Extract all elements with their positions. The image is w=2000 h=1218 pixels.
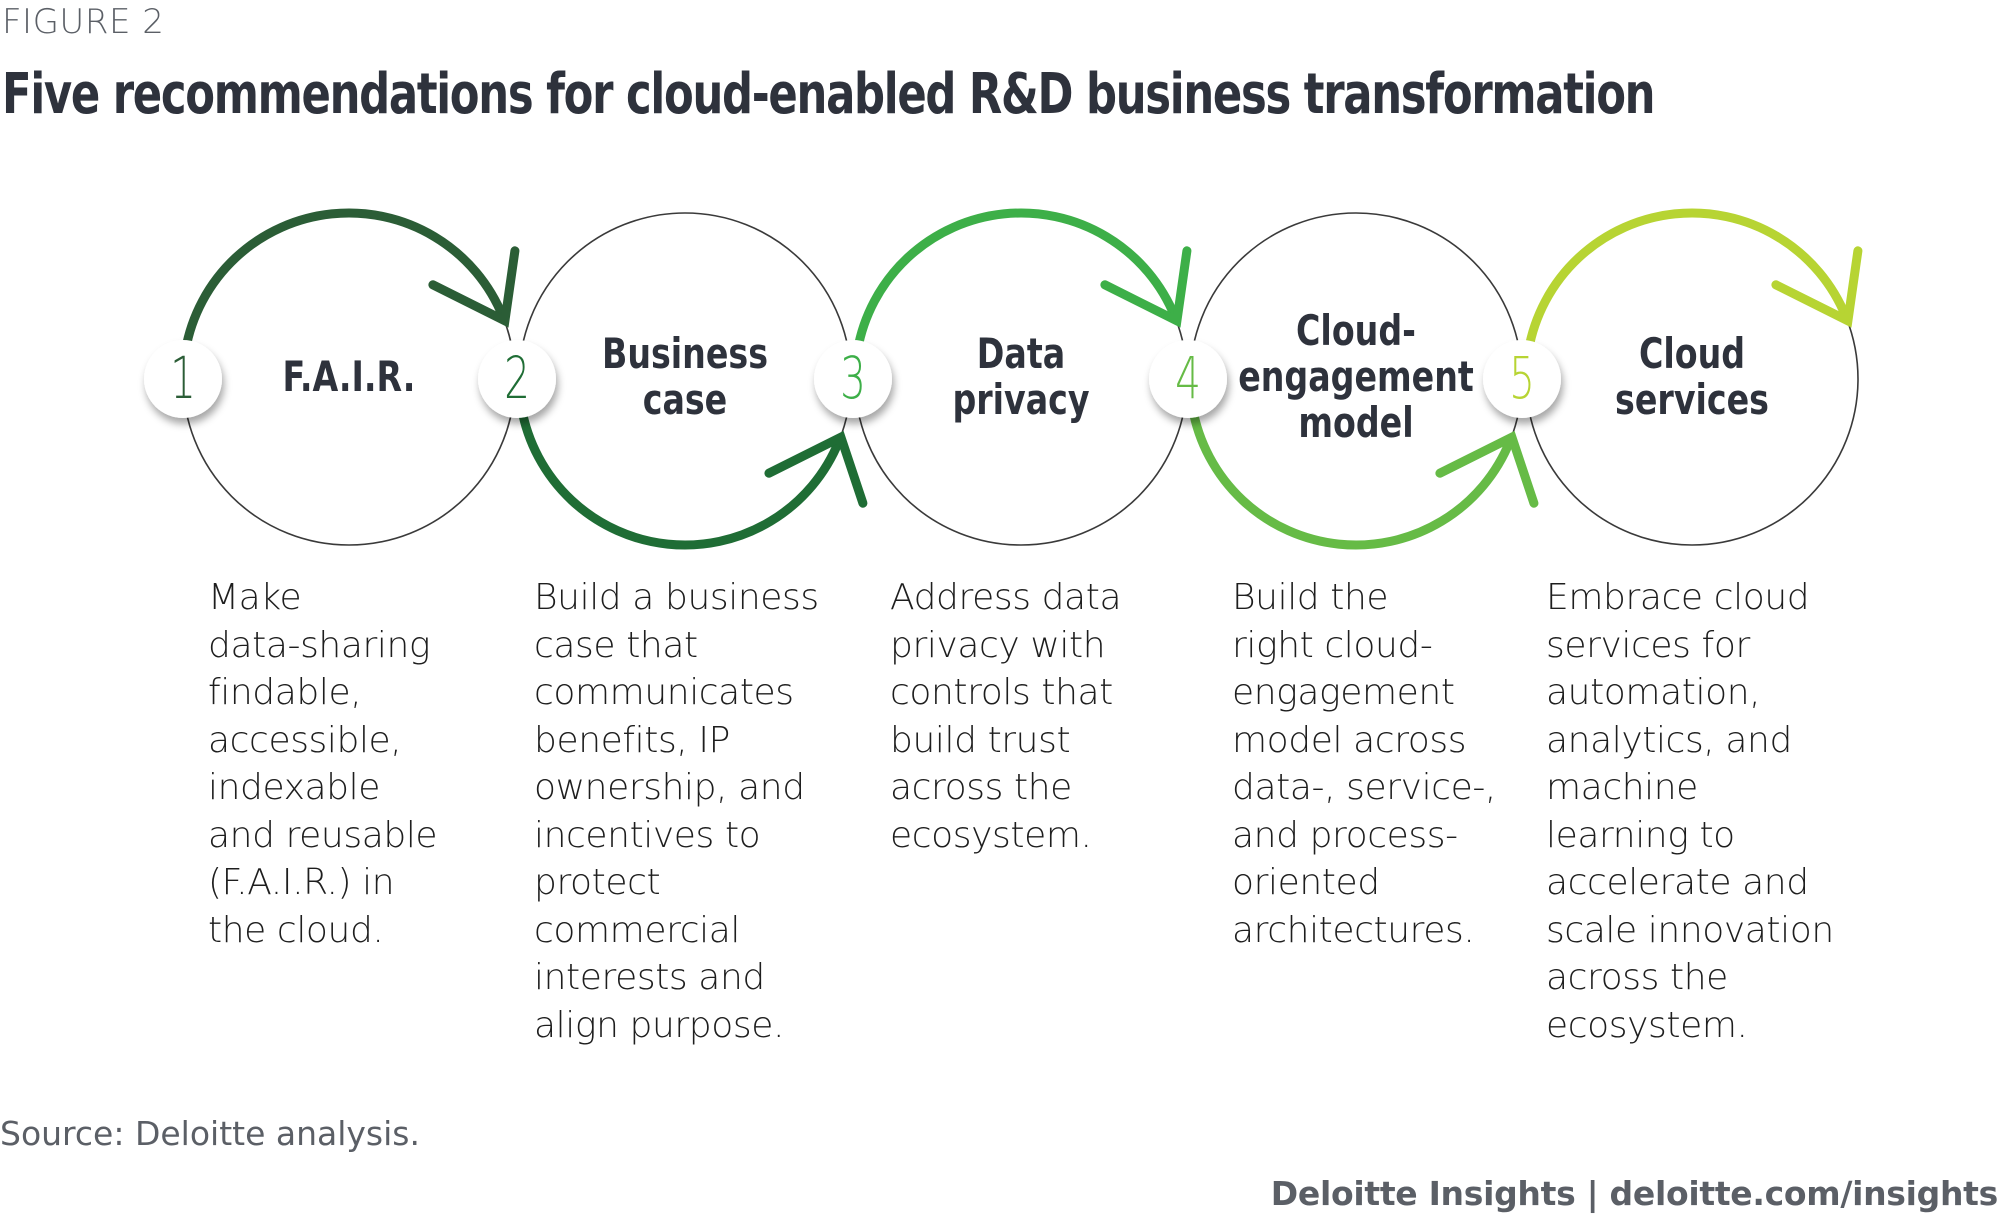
- source-note: Source: Deloitte analysis.: [0, 1114, 420, 1153]
- step-1-number: 1: [170, 344, 196, 412]
- step-3-number-badge: [814, 340, 892, 418]
- step-4-title: Cloud- engagement model: [1238, 306, 1474, 447]
- step-1-title: F.A.I.R.: [282, 352, 416, 401]
- footer-credit: Deloitte Insights | deloitte.com/insight…: [1270, 1174, 1999, 1213]
- step-3-number: 3: [840, 344, 866, 412]
- step-3-description: Address data privacy with controls that …: [890, 577, 1122, 856]
- step-2-arrowhead-icon: [764, 430, 868, 508]
- step-5-number-badge: [1483, 340, 1561, 418]
- step-2-number-badge: [478, 340, 556, 418]
- step-5-arrowhead-icon: [1771, 246, 1863, 328]
- step-3-arrow-arc: [853, 208, 1180, 355]
- step-5-description: Embrace cloud services for automation, a…: [1546, 577, 1834, 1046]
- step-2-number: 2: [504, 344, 530, 412]
- step-4-number: 4: [1175, 344, 1201, 412]
- step-4-arrow-arc: [1188, 403, 1515, 550]
- step-2-arrow-arc: [517, 403, 844, 550]
- step-4-description: Build the right cloud- engagement model …: [1232, 577, 1496, 951]
- figure-title: Five recommendations for cloud-enabled R…: [2, 62, 1656, 127]
- figure-label: FIGURE 2: [2, 2, 165, 42]
- step-2-description: Build a business case that communicates …: [534, 577, 819, 1046]
- step-1-arrow-arc: [181, 208, 508, 355]
- step-2-title: Business case: [601, 329, 769, 424]
- step-4-arrowhead-icon: [1435, 430, 1539, 508]
- step-3-arrowhead-icon: [1100, 246, 1192, 328]
- step-1-number-badge: [144, 340, 222, 418]
- step-3-title: Data privacy: [952, 329, 1090, 424]
- step-4-number-badge: [1149, 340, 1227, 418]
- step-1-description: Make data-sharing findable, accessible, …: [208, 577, 438, 951]
- step-5-title: Cloud services: [1615, 329, 1769, 424]
- step-5-arrow-arc: [1524, 208, 1851, 355]
- step-5-number: 5: [1509, 344, 1535, 412]
- step-1-arrowhead-icon: [428, 246, 520, 328]
